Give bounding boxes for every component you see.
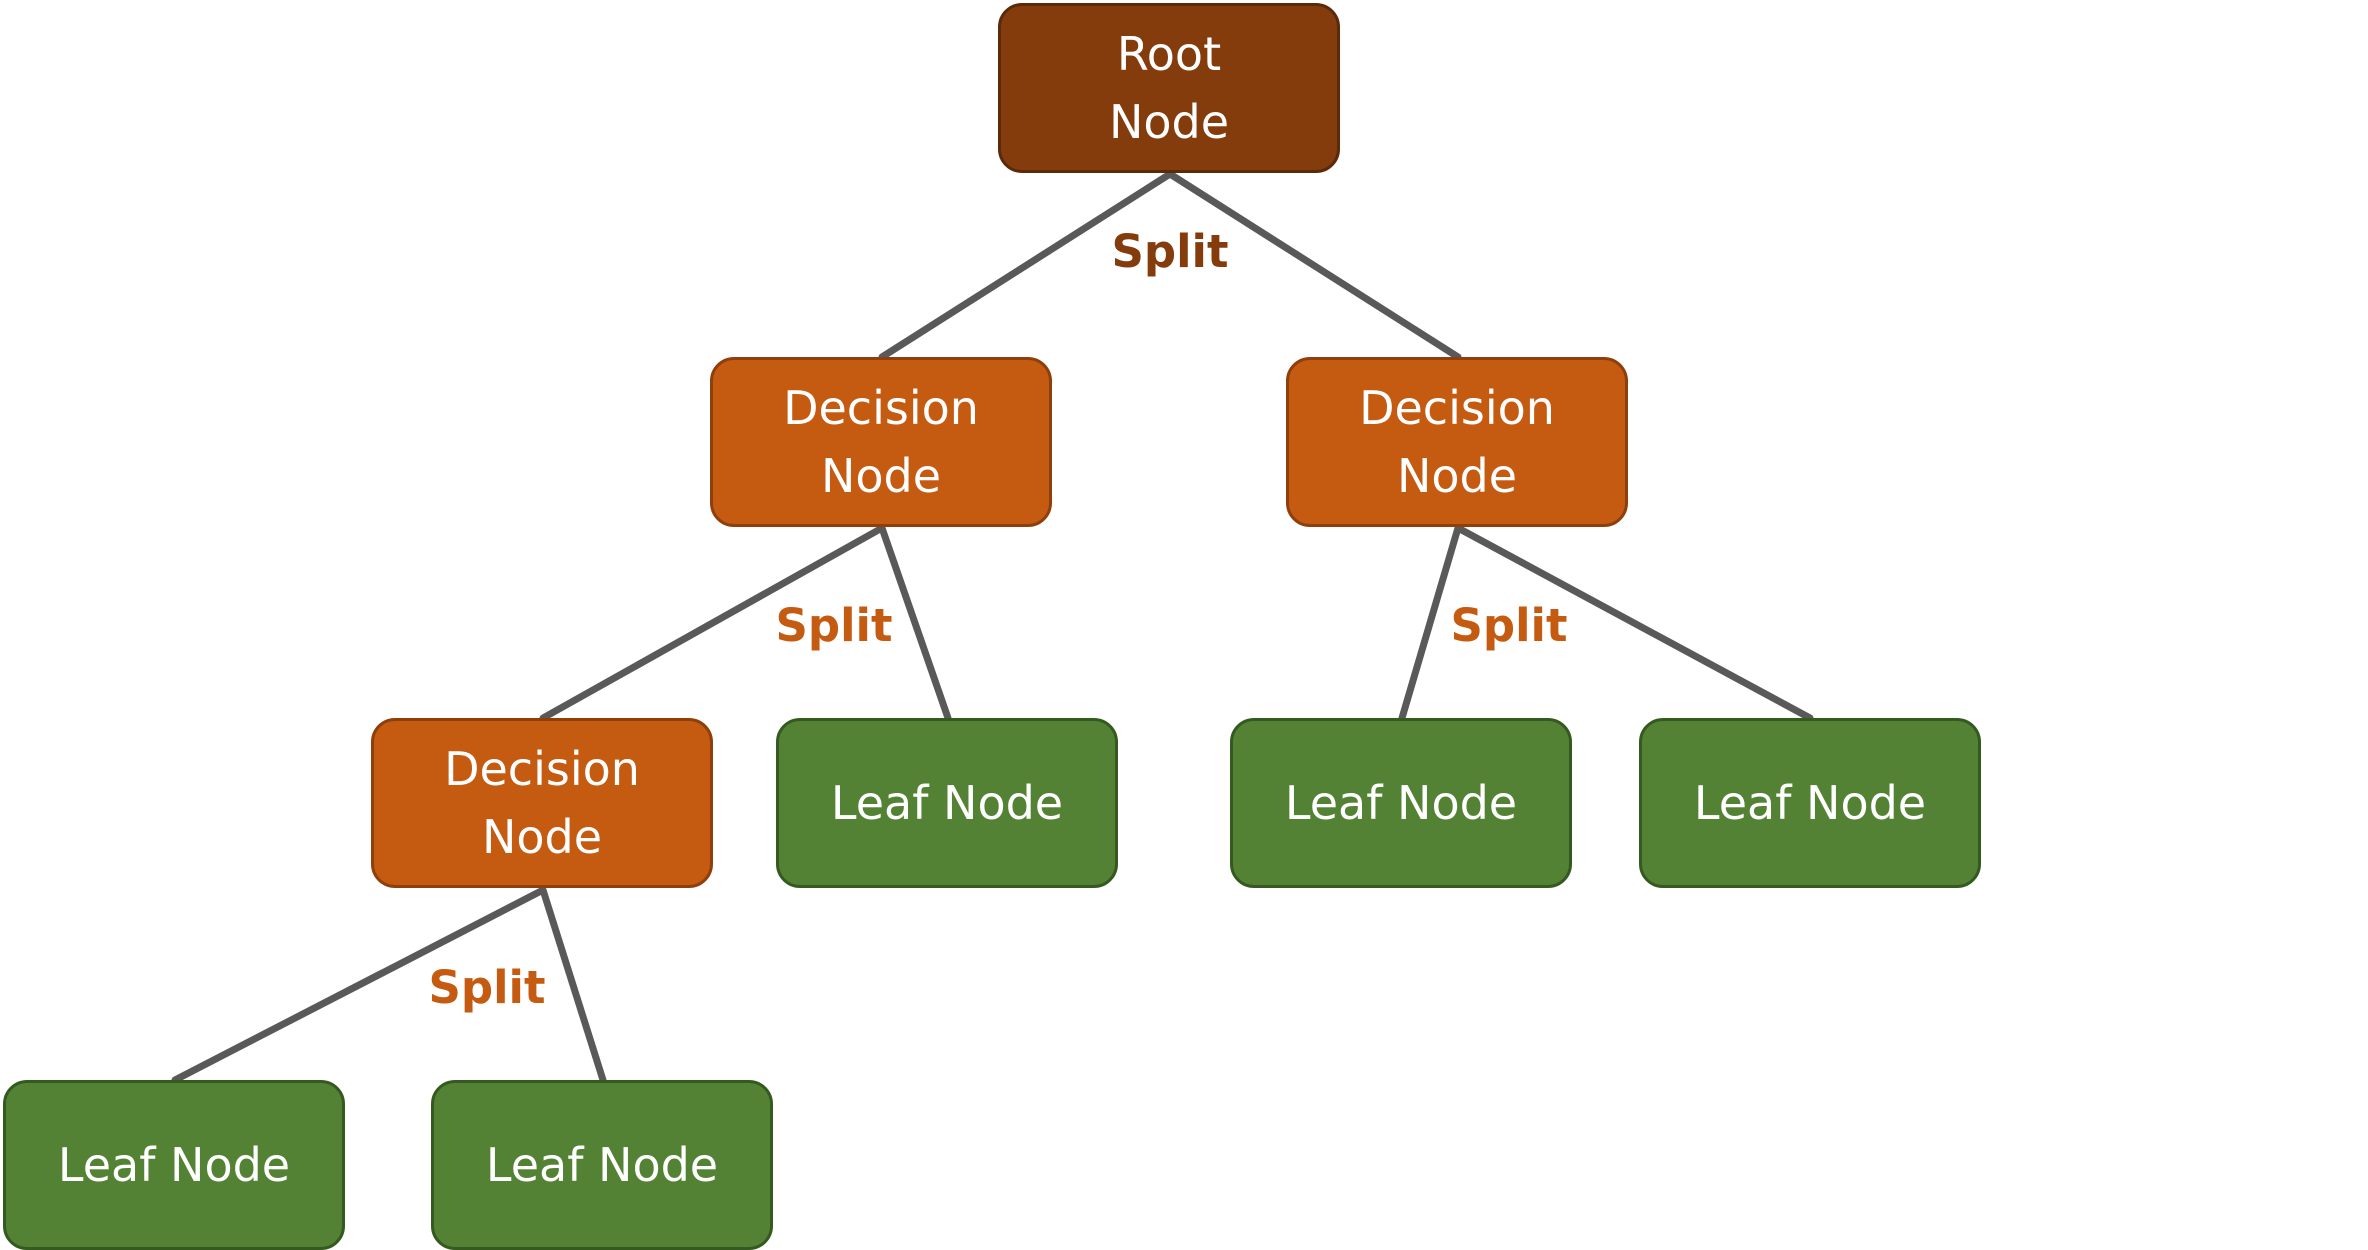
leaf-node-bottom-1-label: Leaf Node	[57, 1138, 291, 1192]
split-label-decision-lower: Split	[428, 961, 546, 1014]
split-label-decision-right: Split	[1450, 599, 1568, 652]
leaf-node-bottom-1: Leaf Node	[3, 1080, 345, 1250]
leaf-node-bottom-2-label: Leaf Node	[485, 1138, 719, 1192]
root-node-label-line1: Root	[1116, 27, 1222, 81]
leaf-node-mid: Leaf Node	[776, 718, 1118, 888]
decision-node-left: Decision Node	[710, 357, 1052, 527]
decision-node-right-label-line1: Decision	[1359, 381, 1555, 435]
root-node-label-line2: Node	[1108, 95, 1230, 149]
decision-node-lower-label-line1: Decision	[444, 742, 640, 796]
decision-node-lower-label-line2: Node	[481, 810, 603, 864]
leaf-node-right-2: Leaf Node	[1639, 718, 1981, 888]
leaf-node-bottom-2: Leaf Node	[431, 1080, 773, 1250]
split-label-decision-left: Split	[775, 599, 893, 652]
edge-decision-right-to-leaf-right-1	[1398, 524, 1462, 722]
leaf-node-right-1-label: Leaf Node	[1284, 776, 1518, 830]
decision-node-left-label-line1: Decision	[783, 381, 979, 435]
leaf-node-mid-label: Leaf Node	[830, 776, 1064, 830]
decision-node-right-label-line2: Node	[1396, 449, 1518, 503]
leaf-node-right-2-label: Leaf Node	[1693, 776, 1927, 830]
edge-decision-left-to-decision-lower	[539, 524, 886, 722]
leaf-node-right-1: Leaf Node	[1230, 718, 1572, 888]
split-label-root: Split	[1111, 225, 1229, 278]
decision-node-left-label-line2: Node	[820, 449, 942, 503]
edge-root-to-decision-left	[878, 170, 1174, 361]
edge-decision-left-to-leaf-mid	[878, 524, 952, 722]
edge-decision-lower-to-leaf-bottom-2	[539, 886, 607, 1084]
edge-decision-right-to-leaf-right-2	[1454, 524, 1814, 722]
decision-node-lower: Decision Node	[371, 718, 713, 888]
edge-decision-lower-to-leaf-bottom-1	[171, 886, 547, 1084]
root-node: Root Node	[998, 3, 1340, 173]
edge-root-to-decision-right	[1166, 170, 1462, 361]
decision-node-right: Decision Node	[1286, 357, 1628, 527]
